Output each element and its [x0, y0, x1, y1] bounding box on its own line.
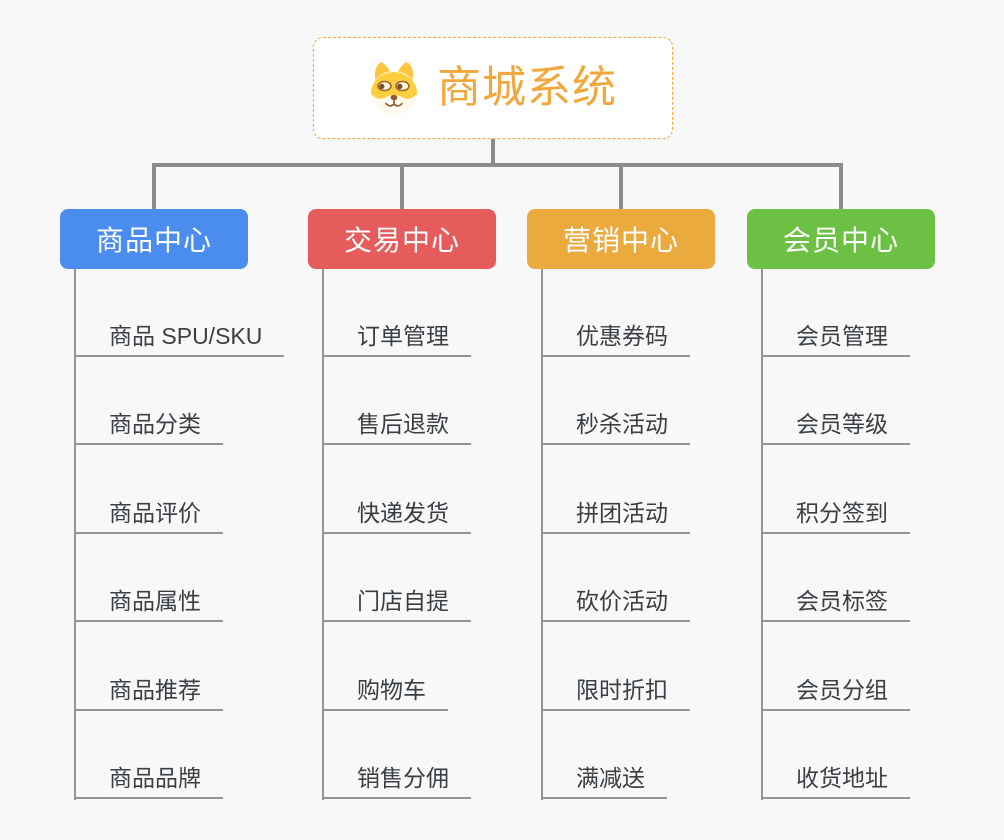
branch-item[interactable]: 购物车	[324, 678, 448, 711]
branch-item[interactable]: 快递发货	[324, 501, 471, 534]
branch-item[interactable]: 商品 SPU/SKU	[76, 324, 285, 357]
branch-item[interactable]: 会员标签	[763, 589, 910, 622]
branch-item[interactable]: 商品推荐	[76, 678, 223, 711]
branch-group-marketing: 优惠券码 秒杀活动 拼团活动 砍价活动 限时折扣 满减送	[541, 269, 690, 800]
branch-item[interactable]: 售后退款	[324, 412, 471, 445]
branch-item[interactable]: 销售分佣	[324, 766, 471, 799]
root-title: 商城系统	[437, 63, 617, 112]
branch-item[interactable]: 会员管理	[763, 324, 910, 357]
branch-item[interactable]: 会员等级	[763, 412, 910, 445]
connector-drop	[839, 163, 843, 209]
branch-item[interactable]: 砍价活动	[543, 589, 690, 622]
center-node-product[interactable]: 商品中心	[60, 209, 248, 269]
branch-group-product: 商品 SPU/SKU 商品分类 商品评价 商品属性 商品推荐 商品品牌	[74, 269, 285, 800]
branch-group-member: 会员管理 会员等级 积分签到 会员标签 会员分组 收货地址	[761, 269, 910, 800]
connector-horizontal	[152, 163, 843, 167]
connector-root-stub	[491, 139, 495, 167]
branch-item[interactable]: 优惠券码	[543, 324, 690, 357]
center-node-trade[interactable]: 交易中心	[308, 209, 496, 269]
root-node[interactable]: 商城系统	[313, 37, 673, 139]
branch-item[interactable]: 会员分组	[763, 678, 910, 711]
connector-drop	[400, 163, 404, 209]
branch-item[interactable]: 订单管理	[324, 324, 471, 357]
connector-drop	[152, 163, 156, 209]
branch-item[interactable]: 商品分类	[76, 412, 223, 445]
branch-item[interactable]: 积分签到	[763, 501, 910, 534]
branch-item[interactable]: 限时折扣	[543, 678, 690, 711]
connector-drop	[619, 163, 623, 209]
branch-item[interactable]: 商品评价	[76, 501, 223, 534]
shiba-dog-face-icon	[371, 62, 417, 115]
branch-item[interactable]: 商品品牌	[76, 766, 223, 799]
branch-group-trade: 订单管理 售后退款 快递发货 门店自提 购物车 销售分佣	[322, 269, 471, 800]
branch-item[interactable]: 秒杀活动	[543, 412, 690, 445]
branch-item[interactable]: 满减送	[543, 766, 667, 799]
center-node-member[interactable]: 会员中心	[747, 209, 935, 269]
branch-item[interactable]: 门店自提	[324, 589, 471, 622]
branch-item[interactable]: 商品属性	[76, 589, 223, 622]
branch-item[interactable]: 收货地址	[763, 766, 910, 799]
center-node-marketing[interactable]: 营销中心	[527, 209, 715, 269]
branch-item[interactable]: 拼团活动	[543, 501, 690, 534]
